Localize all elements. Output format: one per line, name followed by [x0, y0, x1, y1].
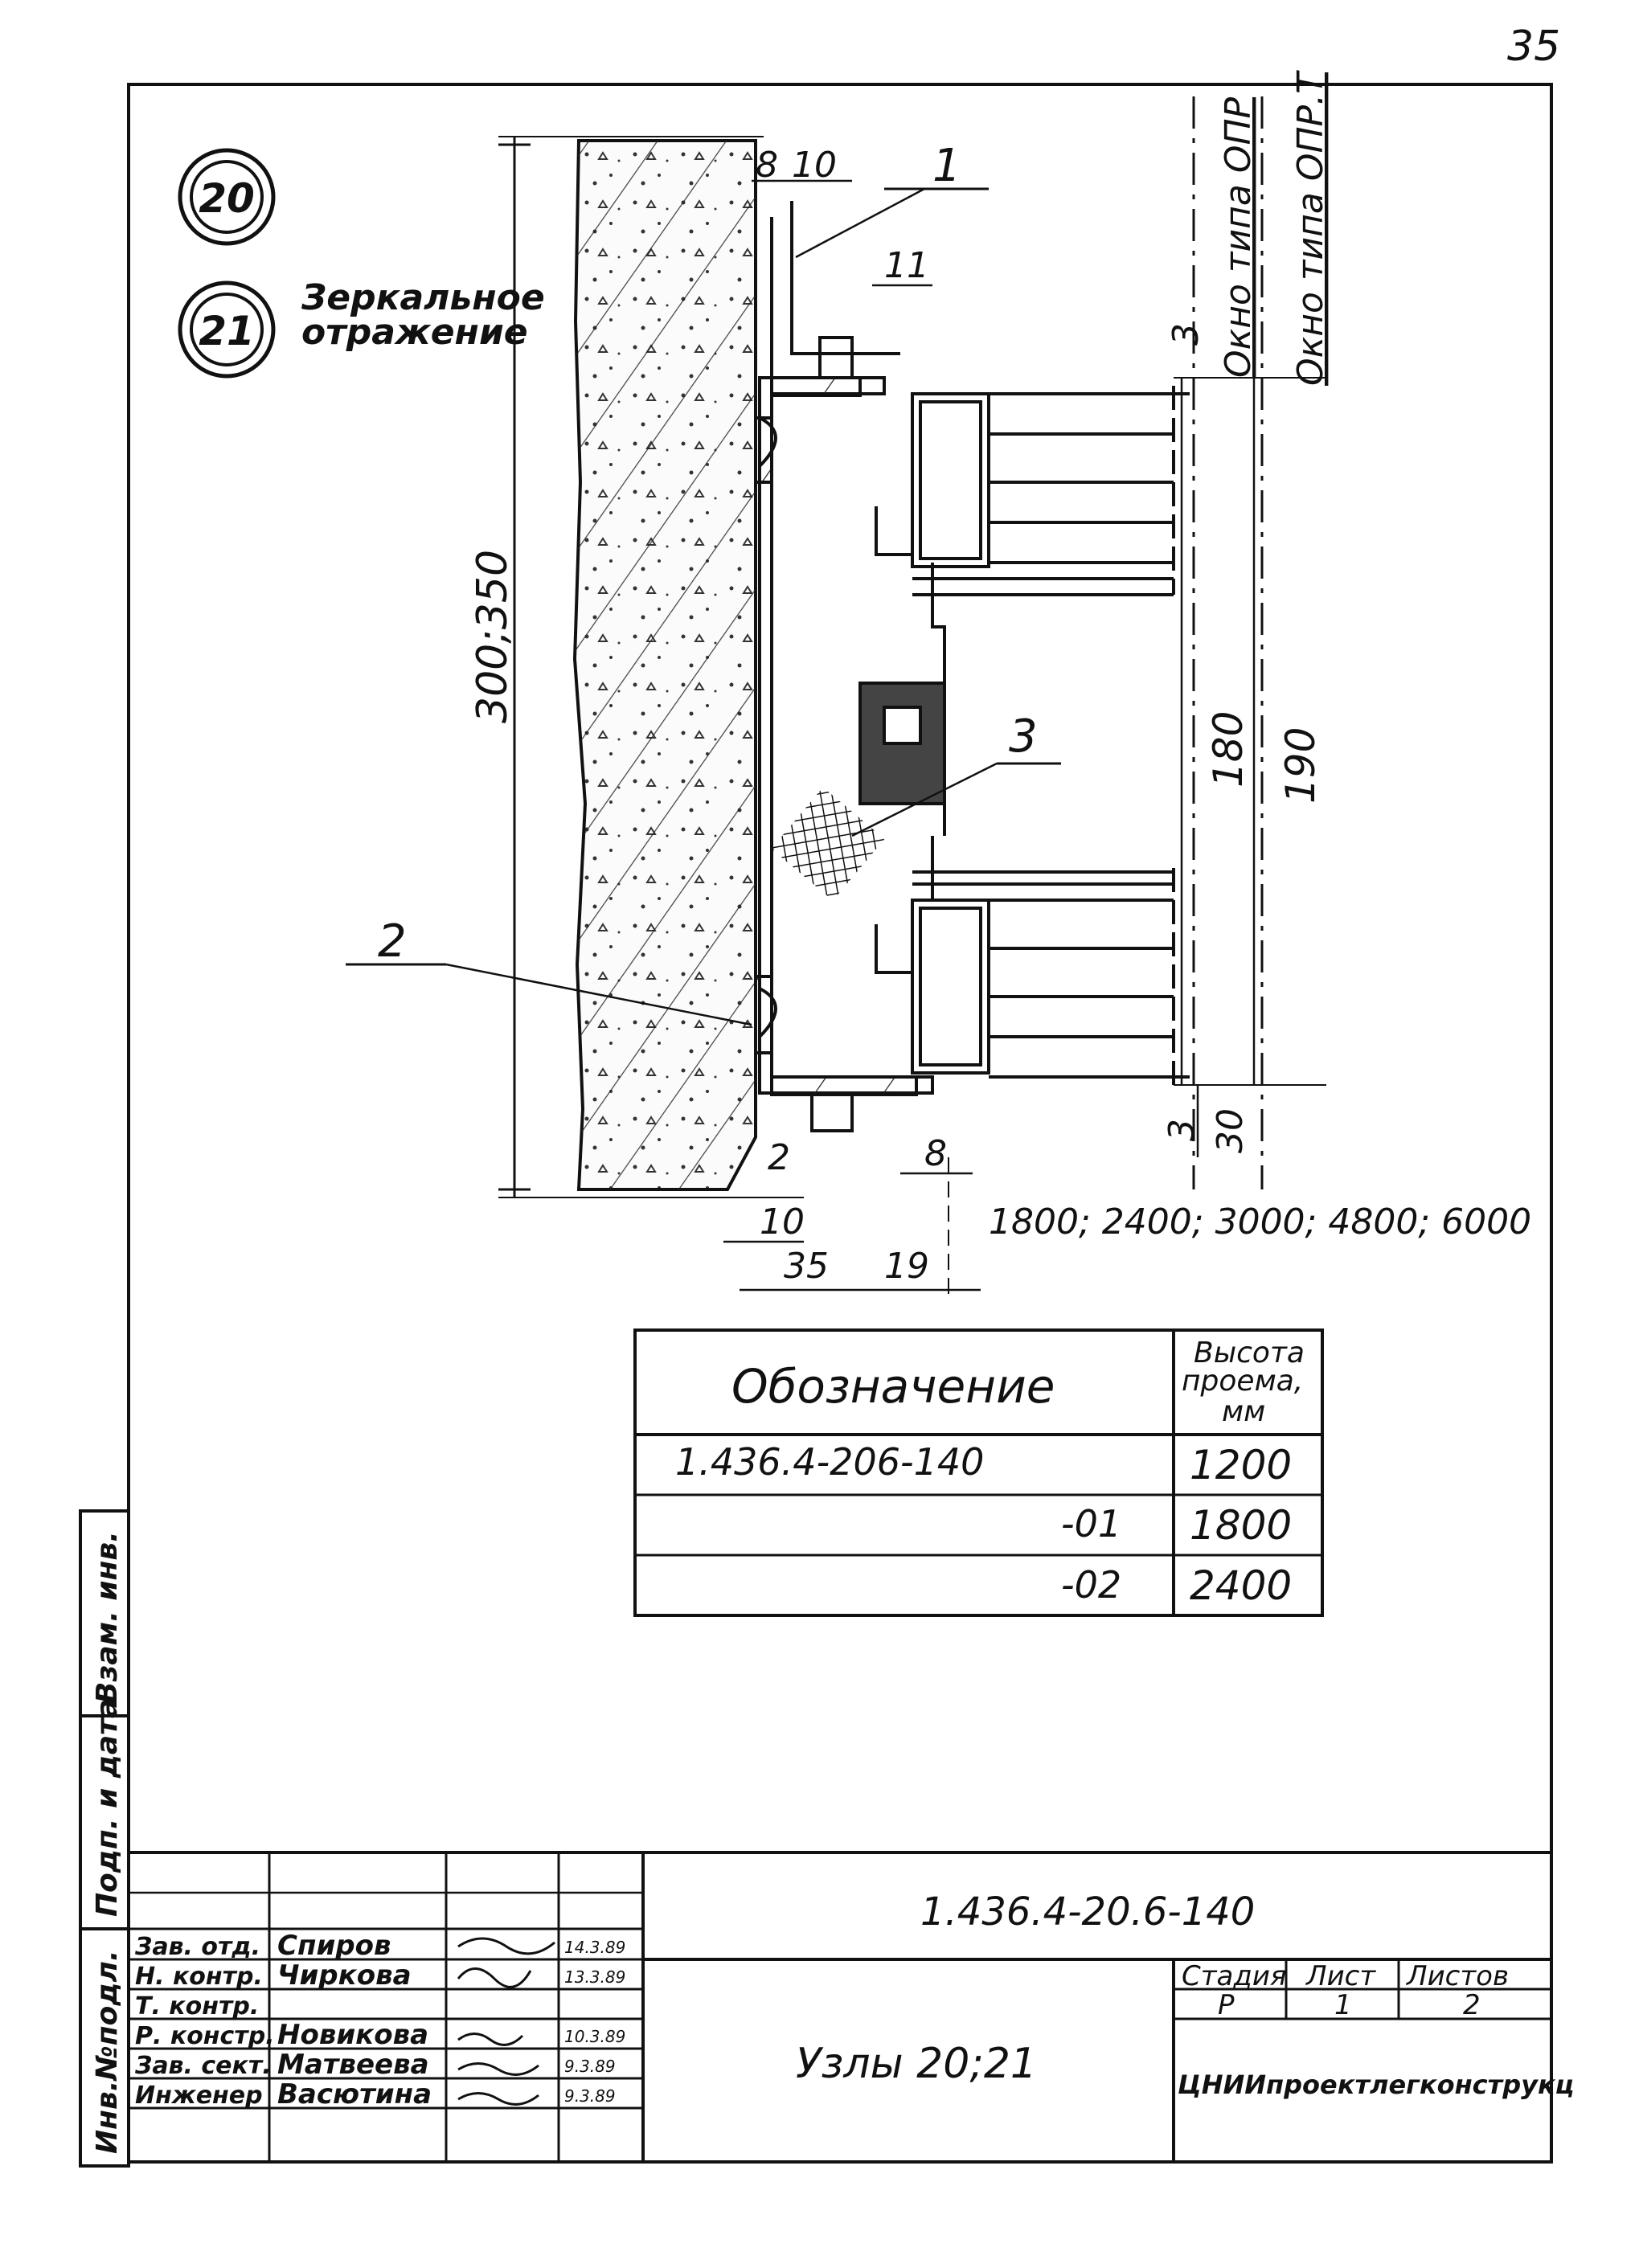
signature — [457, 2092, 539, 2106]
spec-col-height-2: проема, — [1182, 1365, 1303, 1398]
spec-col-designation: Обозначение — [731, 1359, 1055, 1414]
roles-table: Зав. отд. Спиров 14.3.89 Н. контр. Чирко… — [134, 1930, 625, 2110]
dim-3-bottom: 3 — [1162, 1119, 1203, 1141]
role-date: 10.3.89 — [564, 2027, 625, 2046]
spec-table: Обозначение Высота проема, мм 1.436.4-20… — [633, 1328, 1324, 1617]
organization: ЦНИИпроектлегконструкц — [1178, 2069, 1574, 2100]
mirror-label-2: отражение — [301, 312, 528, 353]
callout-2: 2 — [378, 915, 407, 968]
insulation-mesh — [771, 787, 885, 901]
role-label: Н. контр. — [135, 1963, 263, 1991]
spec-row-1-designation: 1.436.4-206-140 — [675, 1440, 984, 1484]
role-name: Спиров — [277, 1930, 391, 1962]
dim-8b: 8 — [924, 1133, 947, 1174]
role-date: 13.3.89 — [564, 1967, 625, 1987]
side-stamp-vzam: Взам. инв. — [91, 1531, 124, 1704]
dim-190: 190 — [1277, 727, 1324, 804]
role-label: Т. контр. — [135, 1992, 259, 2020]
signature — [457, 2033, 524, 2046]
spec-row-3-designation: -02 — [1061, 1563, 1121, 1607]
dim-3-top: 3 — [1166, 323, 1207, 346]
role-name: Новикова — [277, 2019, 428, 2051]
role-date: 14.3.89 — [564, 1938, 625, 1957]
page-number: 35 — [1507, 23, 1560, 71]
signature — [457, 1937, 555, 1955]
concrete-wall — [572, 139, 757, 1191]
dim-19: 19 — [884, 1246, 929, 1287]
spec-row-3-height: 2400 — [1190, 1562, 1292, 1609]
spec-col-height-1: Высота — [1194, 1337, 1305, 1369]
sheets-value: 2 — [1463, 1989, 1481, 2021]
sheet-value: 1 — [1334, 1989, 1352, 2021]
dim-lengths: 1800; 2400; 3000; 4800; 6000 — [989, 1202, 1531, 1242]
signature — [457, 2062, 539, 2076]
role-date: 9.3.89 — [564, 2086, 616, 2106]
dim-2: 2 — [768, 1137, 790, 1178]
window-type-opr: Окно типа ОПР — [1218, 96, 1259, 378]
role-name: Васютина — [277, 2078, 432, 2110]
dim-35: 35 — [784, 1246, 829, 1287]
dim-10b: 10 — [760, 1202, 805, 1242]
leader-3 — [851, 762, 998, 837]
node-marker-20: 20 — [178, 148, 276, 246]
mirror-label-1: Зеркальное — [301, 277, 545, 318]
svg-text:20: 20 — [199, 175, 255, 222]
role-label: Зав. сект. — [134, 2052, 272, 2080]
sheets-header: Листов — [1405, 1960, 1509, 1992]
spec-row-2-designation: -01 — [1061, 1502, 1121, 1545]
leader-1 — [795, 187, 925, 259]
signature — [457, 1967, 532, 1988]
dim-8: 8 — [756, 145, 778, 186]
dim-10: 10 — [792, 145, 837, 186]
role-label: Р. констр. — [135, 2022, 275, 2050]
role-date: 9.3.89 — [564, 2057, 616, 2076]
stage-header: Стадия — [1182, 1960, 1286, 1992]
side-stamp-podp: Подп. и дата — [91, 1699, 124, 1917]
role-name: Чиркова — [277, 1959, 412, 1992]
dim-30: 30 — [1210, 1108, 1251, 1153]
svg-text:21: 21 — [199, 308, 255, 354]
window-frame-assembly — [754, 201, 1190, 1132]
role-label: Инженер — [135, 2082, 263, 2110]
leader-2 — [445, 963, 752, 1026]
side-stamp-inv: Инв.№подл. — [91, 1951, 124, 2155]
spec-row-1-height: 1200 — [1190, 1442, 1292, 1488]
window-type-oprt: Окно типа ОПР.Т — [1290, 70, 1331, 386]
role-label: Зав. отд. — [134, 1933, 260, 1961]
title-name: Узлы 20;21 — [796, 2040, 1037, 2088]
node-marker-21: 21 — [178, 280, 276, 379]
role-name: Матвеева — [277, 2049, 429, 2081]
title-doc-code: 1.436.4-20.6-140 — [920, 1889, 1255, 1934]
side-stamp: Взам. инв. Подп. и дата Инв.№подл. — [79, 1509, 130, 2168]
dim-11: 11 — [884, 245, 929, 286]
spec-row-2-height: 1800 — [1190, 1502, 1292, 1549]
stage-value: Р — [1218, 1989, 1235, 2021]
spec-col-height-3: мм — [1222, 1395, 1265, 1428]
dim-180: 180 — [1205, 711, 1252, 788]
dim-wall-depth: 300;350 — [469, 550, 517, 723]
sheet-header: Лист — [1305, 1960, 1376, 1992]
callout-1: 1 — [932, 140, 961, 192]
title-block — [129, 1851, 1551, 2162]
callout-3: 3 — [1009, 710, 1038, 763]
